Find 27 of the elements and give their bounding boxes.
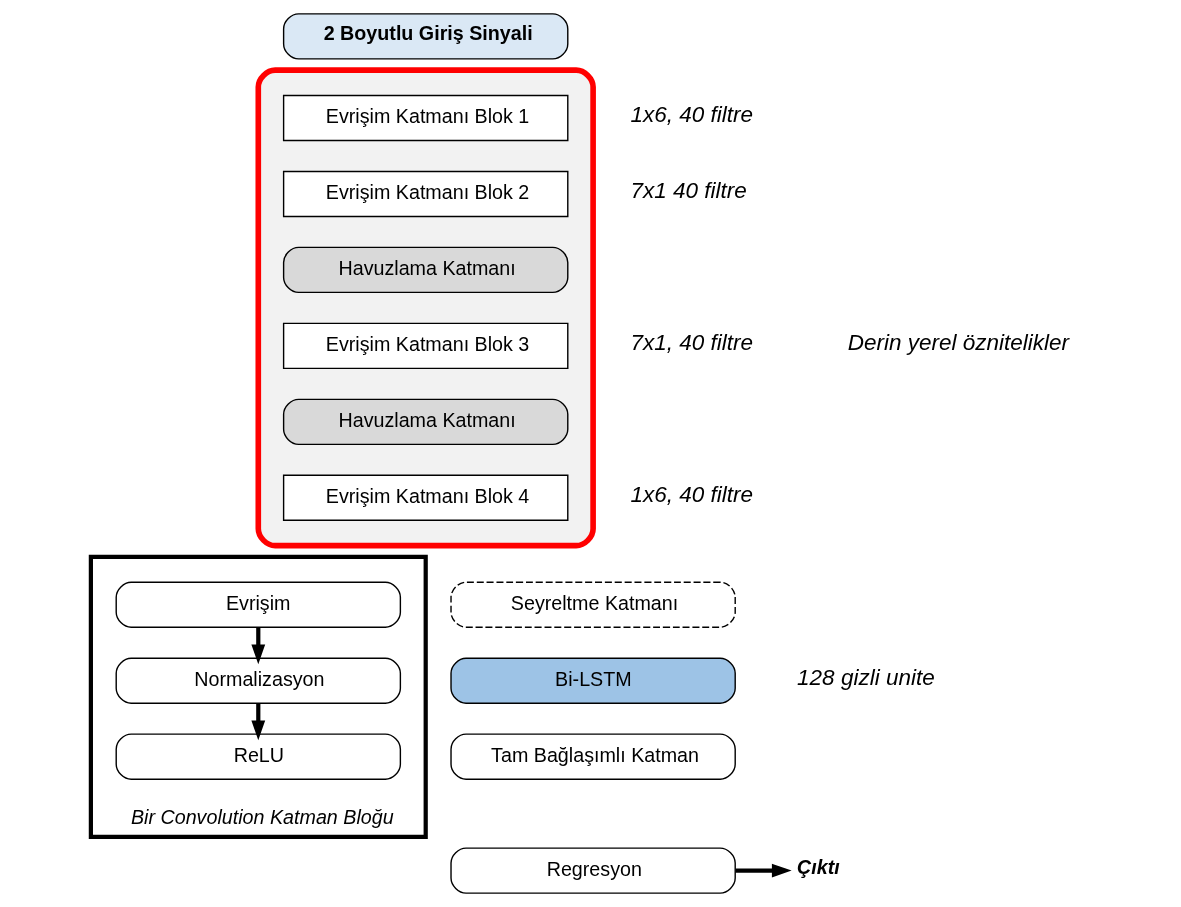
node-label: 1x6, 40 filtre xyxy=(629,481,753,507)
arrow xyxy=(735,863,792,878)
node-box: Evrişim Katmanı Blok 2 xyxy=(282,170,568,218)
node-box: Havuzlama Katmanı xyxy=(282,398,568,446)
node-label: 7x1 40 filtre xyxy=(629,177,747,203)
node-box: Evrişim Katmanı Blok 1 xyxy=(282,94,568,142)
node-label: 1x6, 40 filtre xyxy=(629,101,753,127)
node-box: Havuzlama Katmanı xyxy=(282,246,568,294)
node-text: Çıktı xyxy=(796,856,840,879)
node-box: Regresyon xyxy=(449,847,736,894)
cluster xyxy=(88,554,428,839)
node-box: Tam Bağlaşımlı Katman xyxy=(449,733,736,780)
cluster xyxy=(254,67,596,549)
node-box: Seyreltme Katmanı xyxy=(449,581,736,628)
node-label: 128 gizli unite xyxy=(796,664,935,690)
node-box: Normalizasyon xyxy=(115,657,401,704)
node-box: Evrişim Katmanı Blok 4 xyxy=(282,474,568,522)
node-label: Bir Convolution Katman Bloğu xyxy=(130,806,394,829)
arrow xyxy=(250,627,265,665)
node-label: 7x1, 40 filtre xyxy=(629,329,753,355)
node-box: Evrişim xyxy=(115,581,401,628)
node-box: Evrişim Katmanı Blok 3 xyxy=(282,322,568,370)
label: Derin yerel öznitelikler xyxy=(847,329,1069,355)
node-box: ReLU xyxy=(115,733,401,780)
node-box: Bi-LSTM xyxy=(449,657,736,704)
node-box: 2 Boyutlu Giriş Sinyali xyxy=(282,13,568,60)
arrow xyxy=(250,703,265,741)
